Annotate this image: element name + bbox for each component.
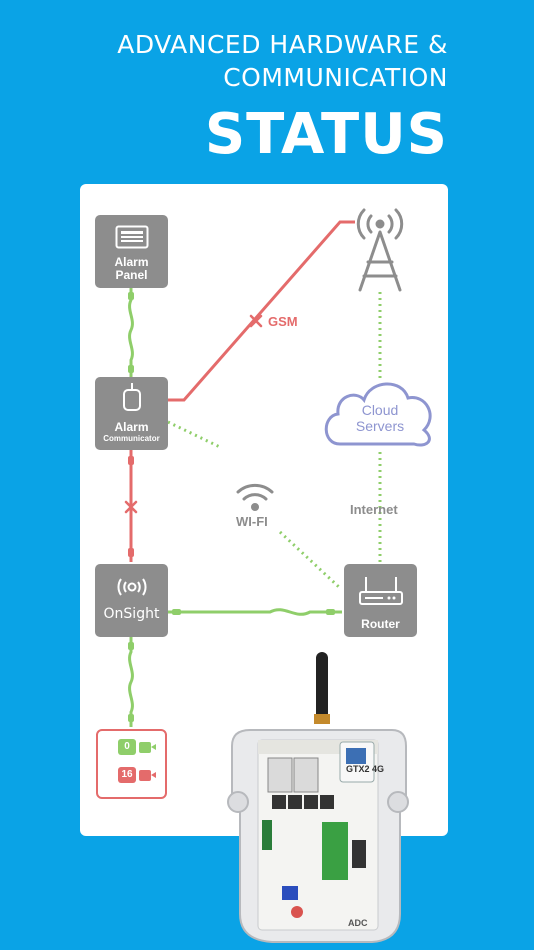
- alarm-communicator-node[interactable]: Alarm Communicator: [95, 377, 168, 450]
- onsight-node[interactable]: OnSight: [95, 564, 168, 637]
- router-icon: [358, 577, 403, 605]
- router-node[interactable]: Router: [344, 564, 417, 637]
- router-label: Router: [361, 617, 400, 631]
- cameras-offline-count: 16: [118, 767, 136, 783]
- camera-eye-icon: [116, 578, 147, 596]
- cameras-offline-row: 16: [118, 767, 156, 783]
- camera-status-box[interactable]: 0 16: [96, 729, 167, 799]
- cell-tower-icon: [356, 208, 404, 292]
- communicator-icon: [122, 383, 141, 411]
- video-camera-icon: [139, 769, 156, 781]
- cloud-icon: [324, 382, 432, 447]
- headline-line-2: COMMUNICATION: [223, 63, 448, 92]
- alarm-panel-node[interactable]: Alarm Panel: [95, 215, 168, 288]
- device-brand-label: ADC: [348, 918, 368, 928]
- alarm-communicator-sublabel: Communicator: [103, 434, 160, 443]
- cloud-label-line-2: Servers: [355, 418, 405, 434]
- gsm-fail-icon: [249, 314, 263, 328]
- cloud-servers-label: Cloud Servers: [340, 402, 420, 434]
- headline-line-1: ADVANCED HARDWARE &: [117, 30, 448, 59]
- video-camera-icon: [139, 741, 156, 753]
- connector-plug: [128, 292, 134, 300]
- headline: ADVANCED HARDWARE & COMMUNICATION STATUS: [117, 28, 448, 166]
- panel-communicator-link: [128, 288, 134, 377]
- wifi-icon: [236, 483, 274, 511]
- internet-label: Internet: [350, 502, 398, 517]
- alarm-panel-label-2: Panel: [115, 268, 148, 282]
- gtx-device-illustration: GTX2 4G ADC: [227, 652, 409, 943]
- onsight-label: OnSight: [103, 606, 160, 622]
- onsight-cameras-link: [128, 637, 134, 727]
- gsm-label: GSM: [268, 314, 298, 329]
- gsm-link: [168, 220, 355, 402]
- wifi-link: [167, 420, 342, 590]
- diagram-card: [80, 184, 448, 836]
- alarm-panel-label-1: Alarm: [114, 255, 149, 269]
- headline-title: STATUS: [204, 102, 448, 167]
- device-model-label: GTX2 4G: [346, 764, 384, 774]
- cloud-label-line-1: Cloud: [361, 402, 399, 418]
- cameras-online-count: 0: [118, 739, 136, 755]
- connector-plug: [128, 365, 134, 373]
- alarm-communicator-label: Alarm: [114, 420, 149, 434]
- cameras-online-row: 0: [118, 739, 156, 755]
- onsight-router-link: [168, 608, 342, 616]
- control-panel-icon: [115, 225, 148, 249]
- wired-fail-icon: [124, 500, 138, 514]
- wifi-label: WI-FI: [236, 514, 268, 529]
